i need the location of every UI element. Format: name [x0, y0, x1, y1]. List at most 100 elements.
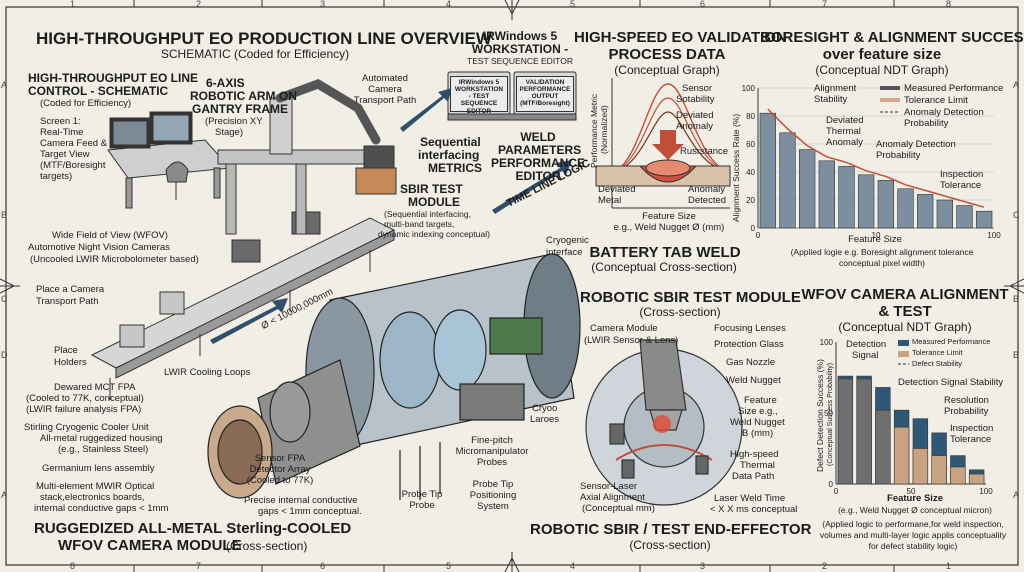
- control-subtitle: (Coded for Efficiency): [40, 98, 132, 109]
- grid-right-a: A: [1013, 80, 1020, 90]
- screen-label-5: (MTF/Boresight: [40, 160, 106, 171]
- detection-prob-2: Probability: [876, 150, 921, 161]
- detection-stability-label: Detection Signal Stability: [898, 377, 1004, 388]
- legend2-item-1: Measured Performance: [912, 337, 991, 346]
- chart1-ytick-4: 80: [746, 112, 755, 121]
- workstation-title-2: WORKSTATION -: [471, 42, 569, 56]
- boresight-ylabel: Alignment Success Rate (%): [731, 113, 741, 222]
- chart1-ytick-5: 100: [742, 84, 756, 93]
- stirling-label-1: Stirling Cryogenic Cooler Unit: [24, 422, 149, 433]
- chart2-bar-tolerance-3: [893, 426, 910, 485]
- boresight-caption-1: (Applied logie e.g. Boresight alignment …: [790, 247, 974, 257]
- laser-weld-time-1: Laser Weld Time: [714, 493, 786, 504]
- legend2-item-3: Defect Stability: [912, 359, 963, 368]
- fine-pitch-label-3: Probes: [476, 457, 508, 468]
- stirling-label-2: All-metal ruggedized housing: [40, 433, 163, 444]
- detection-signal-1: Detection: [846, 339, 887, 350]
- grid-bottom-4: 4: [570, 561, 576, 571]
- grid-left-a2: A: [1, 490, 8, 500]
- workstation-box-2: VALIDATION PERFORMANCE OUTPUT (MTF/Bores…: [516, 76, 574, 112]
- dewar-label-1: Dewared MCT FPA: [54, 382, 136, 393]
- sbir-module-1: SBIR TEST: [400, 182, 463, 196]
- main-subtitle: SCHEMATIC (Coded for Efficiency): [160, 47, 350, 61]
- dewar-label-3: (LWIR failure analysis FPA): [26, 404, 142, 415]
- grid-top-4: 4: [446, 0, 452, 9]
- stirling-label-3: (e.g., Stainless Steel): [58, 444, 149, 455]
- main-title: HIGH-THROUGHPUT EO PRODUCTION LINE OVERV…: [36, 29, 492, 48]
- detection-prob-1: Anomaly Detection: [876, 139, 956, 150]
- grid-left-b: B: [1, 210, 8, 220]
- sensor-laser-2: Axial Alignment: [580, 492, 645, 503]
- positioning-label-2: Positioning: [469, 490, 517, 501]
- wfov-caption-1: (Applied logic to performane,for weld in…: [822, 519, 1004, 529]
- chart1-ytick-3: 60: [746, 140, 755, 149]
- chart2-xtick-2: 100: [979, 487, 993, 496]
- chart2-bar-tolerance-1: [856, 378, 872, 485]
- legend1-item-4: Probability: [904, 118, 949, 129]
- legend1-item-3: Anomaly Detection: [904, 107, 984, 118]
- rugged-title-1: RUGGEDIZED ALL-METAL Sterling-COOLED: [34, 520, 352, 537]
- auto-transport-3: Transport Path: [353, 95, 417, 106]
- wfov-chart-title-2: & TEST: [878, 303, 932, 320]
- grid-right-b: B: [1013, 294, 1020, 304]
- grid-left-a: A: [1, 80, 8, 90]
- chart1-bar-8: [917, 194, 934, 229]
- chart2-ytick-0: 0: [829, 480, 834, 489]
- grid-top-5: 5: [570, 0, 576, 9]
- fine-pitch-label-2: Micromanipulator: [455, 446, 529, 457]
- chart1-bar-0: [759, 112, 776, 229]
- chart2-xtick-0: 0: [834, 487, 839, 496]
- battery-tab-subtitle: (Conceptual Cross-section): [591, 260, 737, 274]
- validation-xlabel-2: e.g., Weld Nugget Ø (mm): [613, 222, 725, 233]
- legend1-item-2: Tolerance Limit: [904, 95, 968, 106]
- wfov-xlabel-1: Feature Size: [887, 493, 943, 504]
- rusrstance-label: Rusrstance: [680, 146, 729, 157]
- grid-right-a2: A: [1013, 490, 1020, 500]
- battery-tab-title: BATTERY TAB WELD: [589, 244, 741, 261]
- robot-label-1: 6-AXIS: [206, 76, 245, 90]
- grid-bottom-2: 2: [822, 561, 828, 571]
- validation-ylabel-1: Performance Metric: [589, 93, 599, 168]
- wfov-inspection-2: Tolerance: [950, 434, 992, 445]
- validation-ylabel-2: (Normalized): [599, 105, 609, 154]
- feature-size-4: B (mm): [742, 428, 774, 439]
- auto-transport-2: Camera: [368, 84, 402, 95]
- wfov-chart-subtitle: (Conceptual NDT Graph): [838, 320, 972, 334]
- chart1-xtick-2: 100: [987, 231, 1001, 240]
- validation-title-2: PROCESS DATA: [608, 46, 726, 63]
- chart1-bar-9: [936, 199, 953, 229]
- end-effector-subtitle: (Cross-section): [629, 538, 711, 552]
- validation-xlabel-1: Feature Size: [642, 211, 696, 222]
- grid-top-7: 7: [822, 0, 828, 9]
- seq-label-3: METRICS: [428, 161, 482, 175]
- screen-label-4: Target View: [40, 149, 90, 160]
- workstation-title-1: IRWindows 5: [482, 29, 558, 43]
- grid-top-1: 1: [70, 0, 76, 9]
- gaps-label-2: gaps < 1mm conceptual.: [258, 506, 362, 517]
- grid-bottom-8: 8: [70, 561, 76, 571]
- positioning-label-1: Probe Tip: [472, 479, 514, 490]
- fpa-label-1: Sensor FPA: [254, 453, 306, 464]
- thermal-path-3: Data Path: [732, 471, 775, 482]
- gantry-robot: [217, 79, 397, 235]
- robot-label-4: (Precision XY: [205, 116, 263, 127]
- screen-label-1: Screen 1:: [40, 116, 81, 127]
- sbir-desc-2: multi-band targets,: [384, 219, 455, 229]
- anomaly-detected-1: Anomaly: [688, 184, 725, 195]
- deviated-anomaly-2: Anomaly: [676, 121, 713, 132]
- inspection-tolerance-1: Inspection: [940, 169, 984, 180]
- boresight-title-2: over feature size: [822, 46, 942, 63]
- germanium-label: Germanium lens assembly: [42, 463, 155, 474]
- chart1-bar-2: [799, 149, 816, 229]
- screen-label-3: Camera Feed &: [40, 138, 108, 149]
- resolution-prob-2: Probability: [944, 406, 989, 417]
- legend2-swatch-1: [898, 340, 909, 346]
- thermal-anomaly-1: Deviated: [826, 115, 864, 126]
- grid-bottom-5: 5: [446, 561, 452, 571]
- anomaly-detected-2: Detected: [688, 195, 727, 206]
- resolution-prob-1: Resolution: [944, 395, 989, 406]
- grid-bottom-6: 6: [320, 561, 326, 571]
